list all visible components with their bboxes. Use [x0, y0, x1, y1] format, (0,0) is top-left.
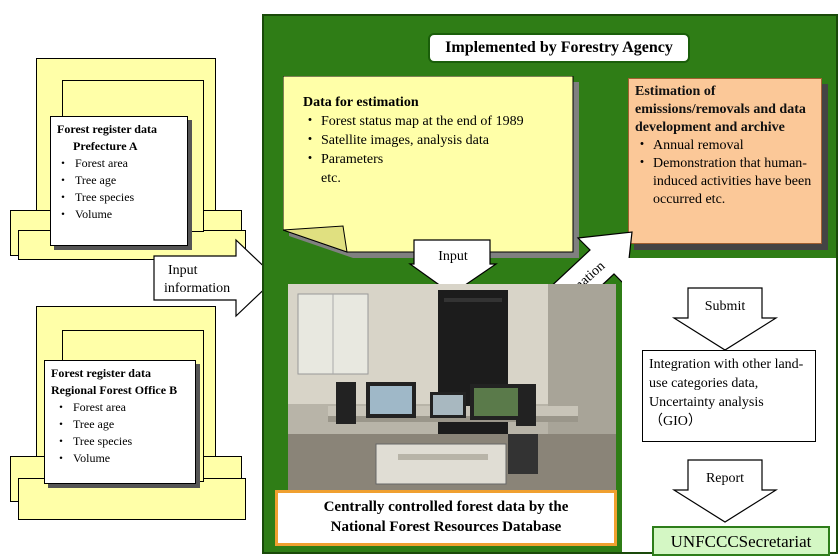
- unfccc-label: UNFCCCSecretariat: [670, 532, 812, 551]
- prefecture-doc-front: Forest register data Prefecture A Forest…: [50, 116, 188, 246]
- list-item: Satellite images, analysis data: [303, 131, 565, 150]
- data-note-trailer: etc.: [321, 171, 341, 186]
- list-item: Volume: [55, 450, 189, 467]
- list-item: Volume: [57, 206, 181, 223]
- agency-label-box: Implemented by Forestry Agency: [428, 33, 690, 63]
- list-item: Forest status map at the end of 1989: [303, 112, 565, 131]
- input-information-line2: information: [164, 281, 231, 296]
- list-item: Tree age: [57, 172, 181, 189]
- database-caption-line1: Centrally controlled forest data by the: [323, 499, 569, 515]
- integration-text: Integration with other land-use categori…: [649, 357, 804, 429]
- input-arrow-label: Input: [438, 249, 468, 264]
- prefecture-doc-title-line1: Forest register data: [57, 122, 157, 136]
- report-label: Report: [705, 471, 745, 486]
- submit-down-arrow: [671, 287, 779, 351]
- prefecture-doc-title-line2: Prefecture A: [73, 139, 138, 153]
- list-item: Forest area: [57, 155, 181, 172]
- estimation-box: Estimation of emissions/removals and dat…: [628, 78, 822, 244]
- input-down-arrow: [408, 239, 498, 295]
- regional-doc-tray-base: [18, 478, 246, 520]
- data-note-list: Forest status map at the end of 1989 Sat…: [303, 112, 565, 169]
- input-information-arrow: [153, 238, 277, 318]
- prefecture-doc-stack: Forest register data Prefecture A Forest…: [0, 50, 250, 260]
- regional-doc-title-line1: Forest register data: [51, 366, 151, 380]
- unfccc-box: UNFCCCSecretariat: [652, 526, 830, 556]
- list-item: Annual removal: [635, 137, 815, 155]
- estimation-list: Annual removal Demonstration that human-…: [635, 137, 815, 209]
- regional-doc-title-line2: Regional Forest Office B: [51, 383, 178, 397]
- list-item: Tree species: [55, 433, 189, 450]
- data-for-estimation-note: Data for estimation Forest status map at…: [283, 76, 579, 258]
- submit-label: Submit: [704, 299, 746, 314]
- prefecture-doc-list: Forest area Tree age Tree species Volume: [57, 155, 181, 223]
- input-information-label: Input information: [164, 262, 264, 298]
- estimation-title: Estimation of emissions/removals and dat…: [635, 84, 806, 135]
- input-information-line1: Input: [168, 263, 198, 278]
- database-caption-line2: National Forest Resources Database: [330, 519, 562, 535]
- list-item: Forest area: [55, 399, 189, 416]
- list-item: Parameters: [303, 150, 565, 169]
- regional-doc-list: Forest area Tree age Tree species Volume: [51, 399, 189, 467]
- database-caption: Centrally controlled forest data by the …: [275, 490, 617, 546]
- database-room-photo: [288, 284, 616, 492]
- regional-doc-stack: Forest register data Regional Forest Off…: [0, 300, 250, 530]
- list-item: Tree age: [55, 416, 189, 433]
- list-item: Demonstration that human-induced activit…: [635, 155, 815, 209]
- data-note-title: Data for estimation: [303, 95, 419, 110]
- report-down-arrow: [671, 459, 779, 523]
- agency-label: Implemented by Forestry Agency: [445, 39, 673, 56]
- integration-box: Integration with other land-use categori…: [642, 350, 816, 442]
- list-item: Tree species: [57, 189, 181, 206]
- regional-doc-front: Forest register data Regional Forest Off…: [44, 360, 196, 484]
